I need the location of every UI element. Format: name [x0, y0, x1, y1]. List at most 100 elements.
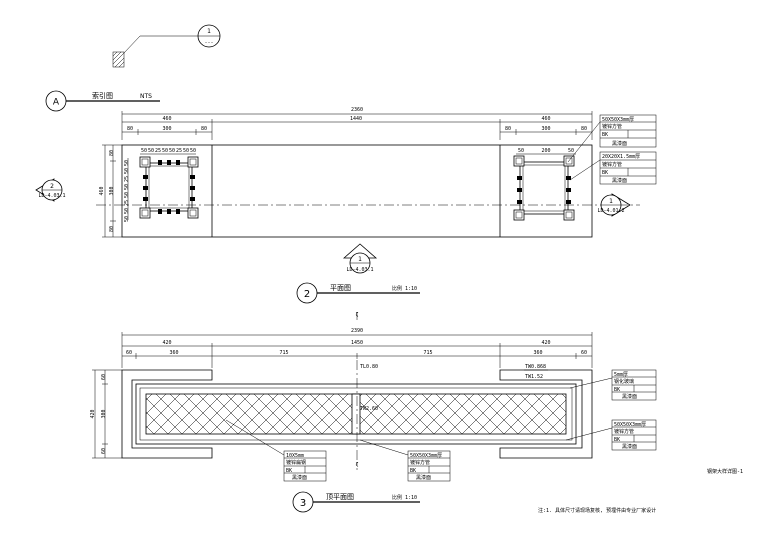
general-note: 注:1. 具体尺寸请现场复核, 预埋件由专业厂家设计 [538, 507, 656, 514]
elev-dim: 715 [279, 350, 288, 356]
plan-dim-right: 460 [541, 116, 550, 122]
inner-dim: 25 [124, 176, 130, 182]
inner-dim: 50 [190, 148, 196, 154]
plan-right-frame [513, 155, 575, 221]
elev-dim: 420 [162, 340, 171, 346]
plan-vert-dim: 300 [109, 186, 115, 195]
plan-view: 2360 460 1440 460 80 300 80 80 300 80 50… [35, 107, 657, 304]
inner-dim: 50 [124, 216, 130, 222]
plan-number: 2 [304, 289, 310, 300]
svg-text:ζ: ζ [355, 312, 358, 318]
level-label: TW2.60 [360, 406, 378, 412]
elev-vert-dim: 300 [101, 409, 107, 418]
callout-spec: 50X50X3mm厚 [410, 453, 442, 459]
detail-sheet: --- [204, 40, 213, 46]
level-label: TW0.868 [525, 364, 546, 370]
elev-left-plinth [121, 369, 213, 459]
inner-dim: 50 [568, 148, 574, 154]
section-number: 1 [358, 256, 362, 263]
elev-dim: 360 [169, 350, 178, 356]
plan-section-mark-right: 1 LD-4.01.2 [597, 193, 631, 217]
plan-vert-dim: 80 [109, 150, 115, 156]
callout-line: BK [602, 132, 608, 138]
section-sheet: LD-4.01.2 [597, 208, 624, 214]
plan-dim-total: 2360 [351, 107, 363, 113]
elevation-view: ζ 2390 420 1450 420 60 360 715 715 360 6… [90, 312, 657, 513]
callout-spec: 20X20X1.5mm厚 [602, 154, 640, 160]
callout-line: 黑漆面 [622, 443, 637, 450]
sheet-label: 钢架大样详图-1 [707, 468, 743, 475]
elev-vert-total: 420 [90, 409, 96, 418]
elev-dim: 715 [423, 350, 432, 356]
callout-line: 黑漆面 [416, 474, 431, 481]
detail-callout: 1 --- [112, 24, 221, 68]
inner-dim: 50 [124, 208, 130, 214]
callout-line: BK [410, 468, 416, 474]
callout-line: 黑漆面 [612, 140, 627, 147]
callout-line: 黑漆面 [612, 177, 627, 184]
plan-section-mark-left: 2 LD-4.03.1 [35, 178, 66, 202]
plan-dim-right-a: 80 [505, 126, 511, 132]
plan-dim-right-c: 80 [581, 126, 587, 132]
inner-dim: 50 [183, 148, 189, 154]
section-number: 1 [609, 198, 613, 205]
callout-line: 钢化玻璃 [614, 378, 634, 385]
plan-title-block: 2 平面图 比例 1:10 [296, 282, 420, 304]
callout-line: BK [614, 437, 620, 443]
plan-vert-total: 460 [99, 186, 105, 195]
inner-dim: 50 [518, 148, 524, 154]
elev-dim: 1450 [351, 340, 363, 346]
callout-line: 黑漆面 [292, 474, 307, 481]
section-a-scale: NTS [140, 93, 152, 100]
plan-dim-left: 460 [162, 116, 171, 122]
elev-dim: 420 [541, 340, 550, 346]
callout-line: 镀锌方管 [410, 459, 430, 466]
callout-line: BK [286, 468, 292, 474]
elev-callout-4: 50X50X3mm厚 镀锌方管 BK 黑漆面 [359, 439, 451, 482]
elev-vert-dim: 60 [101, 374, 107, 380]
section-a-heading: A 索引图 NTS [45, 90, 160, 112]
level-label: TL0.80 [360, 364, 378, 370]
plan-callout-1: 50X50X3mm厚 镀锌方管 BK 黑漆面 [567, 114, 657, 163]
inner-dim: 50 [124, 184, 130, 190]
callout-line: BK [614, 387, 620, 393]
section-sheet: LD-4.03.1 [38, 193, 65, 199]
elev-callout-2: 50X50X3mm厚 镀锌方管 BK 黑漆面 [565, 419, 657, 451]
callout-line: 黑漆面 [622, 393, 637, 400]
inner-dim: 50 [169, 148, 175, 154]
inner-dim: 25 [155, 148, 161, 154]
inner-dim: 50 [148, 148, 154, 154]
section-number: 2 [50, 183, 54, 190]
callout-spec: 50X50X3mm厚 [614, 422, 646, 428]
plan-dim-left-a: 80 [127, 126, 133, 132]
inner-dim: 50 [162, 148, 168, 154]
elev-frame-outer [135, 383, 577, 445]
elev-callout-1: 5mm厚 钢化玻璃 BK 黑漆面 [569, 369, 657, 401]
section-sheet: LD-4.03.1 [346, 267, 373, 273]
plan-outline [121, 144, 593, 238]
elev-vert-dim: 60 [101, 448, 107, 454]
level-label: TW1.52 [525, 374, 543, 380]
inner-dim: 200 [541, 148, 550, 154]
callout-line: 镀锌扁钢 [286, 459, 306, 466]
inner-dim: 50 [124, 160, 130, 166]
callout-spec: 10X5mm [286, 453, 304, 459]
plan-dim-middle: 1440 [350, 116, 362, 122]
inner-dim: 25 [124, 200, 130, 206]
elev-callout-3: 10X5mm 镀锌扁钢 BK 黑漆面 [225, 419, 327, 482]
plan-dim-right-b: 300 [541, 126, 550, 132]
section-a-title: 索引图 [92, 91, 113, 100]
callout-line: 镀锌方管 [602, 123, 622, 130]
detail-number: 1 [207, 28, 211, 35]
inner-dim: 25 [176, 148, 182, 154]
plan-section-mark-bottom: 1 LD-4.03.1 [342, 243, 378, 274]
plan-scale: 比例 1:10 [392, 285, 417, 292]
callout-line: 镀锌方管 [602, 161, 622, 168]
svg-text:ζ: ζ [355, 462, 358, 468]
hatch-swatch [112, 51, 125, 68]
inner-dim: 50 [124, 168, 130, 174]
leader-line [123, 35, 198, 54]
elev-title-block: 3 顶平面图 比例 1:10 [292, 491, 420, 513]
callout-spec: 5mm厚 [614, 372, 628, 378]
